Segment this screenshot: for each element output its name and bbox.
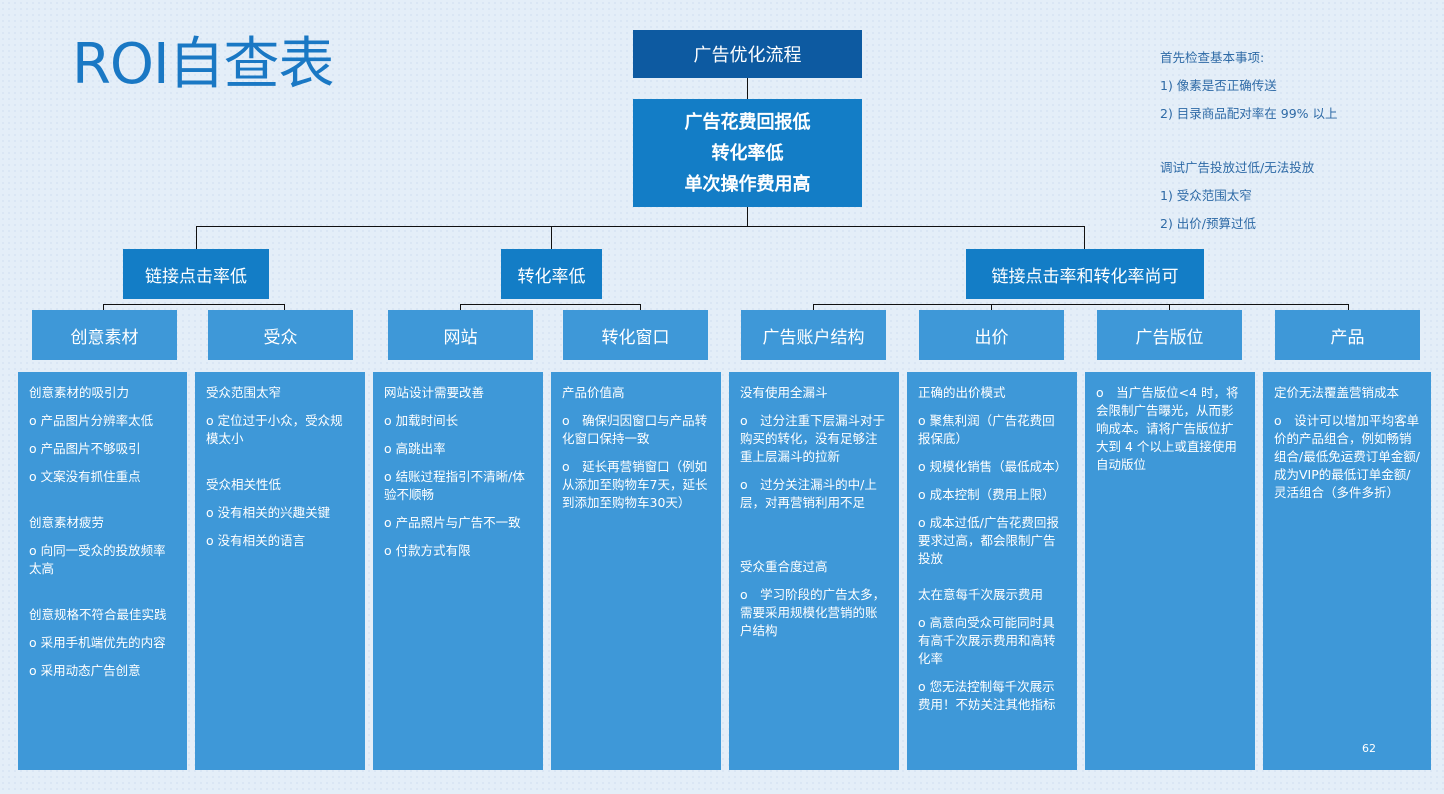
- connector-line: [284, 304, 285, 310]
- connector-line: [460, 304, 641, 305]
- panel-creative: 创意素材的吸引力 o 产品图片分辨率太低 o 产品图片不够吸引 o 文案没有抓住…: [18, 372, 187, 770]
- panel-item: o 成本过低/广告花费回报要求过高，都会限制广告投放: [918, 515, 1059, 566]
- process-box: 广告优化流程: [633, 30, 862, 78]
- panel-item: o 成本控制（费用上限）: [918, 487, 1055, 502]
- connector-line: [1169, 304, 1170, 310]
- note-line: 2) 目录商品配对率在 99% 以上: [1160, 106, 1338, 121]
- panel-item: o 您无法控制每千次展示费用！不妨关注其他指标: [918, 679, 1056, 712]
- problem-box: 广告花费回报低 转化率低 单次操作费用高: [633, 99, 862, 207]
- panel-item: o 没有相关的语言: [206, 533, 306, 548]
- panel-item: o 采用手机端优先的内容: [29, 635, 166, 650]
- sub-account-structure: 广告账户结构: [741, 310, 886, 360]
- panel-item: o 过分注重下层漏斗对于购买的转化，没有足够注重上层漏斗的拉新: [740, 413, 886, 464]
- category-ok: 链接点击率和转化率尚可: [966, 249, 1204, 299]
- category-low-conversion: 转化率低: [501, 249, 602, 299]
- connector-line: [813, 304, 814, 310]
- panel-bidding: 正确的出价模式 o 聚焦利润（广告花费回报保底） o 规模化销售（最低成本） o…: [907, 372, 1077, 770]
- problem-line: 广告花费回报低: [684, 111, 811, 133]
- connector-line: [1084, 226, 1085, 249]
- panel-item: o 确保归因窗口与产品转化窗口保持一致: [562, 413, 708, 446]
- panel-website: 网站设计需要改善 o 加载时间长 o 高跳出率 o 结账过程指引不清晰/体验不顺…: [373, 372, 543, 770]
- connector-line: [103, 304, 104, 310]
- note-line: 2) 出价/预算过低: [1160, 216, 1257, 231]
- panel-conversion-window: 产品价值高 o 确保归因窗口与产品转化窗口保持一致 o 延长再营销窗口（例如从添…: [551, 372, 721, 770]
- page-number: 62: [1362, 742, 1376, 755]
- sub-bidding: 出价: [919, 310, 1064, 360]
- panel-item: 没有使用全漏斗: [740, 385, 828, 400]
- panel-item: o 没有相关的兴趣关键: [206, 505, 331, 520]
- panel-item: 创意素材疲劳: [29, 515, 105, 530]
- note-line: 调试广告投放过低/无法投放: [1160, 160, 1315, 175]
- problem-line: 转化率低: [711, 142, 784, 164]
- connector-line: [103, 304, 285, 305]
- page-title: ROI自查表: [72, 32, 335, 97]
- sub-placement: 广告版位: [1097, 310, 1242, 360]
- panel-item: o 产品照片与广告不一致: [384, 515, 521, 530]
- panel-item: 产品价值高: [562, 385, 625, 400]
- panel-product: 定价无法覆盖营销成本 o 设计可以增加平均客单价的产品组合，例如畅销组合/最低免…: [1263, 372, 1431, 770]
- connector-line: [747, 207, 748, 227]
- panel-placement: o 当广告版位<4 时，将会限制广告曝光，从而影响成本。请将广告版位扩大到 4 …: [1085, 372, 1255, 770]
- note-line: 1) 受众范围太窄: [1160, 188, 1252, 203]
- panel-account-structure: 没有使用全漏斗 o 过分注重下层漏斗对于购买的转化，没有足够注重上层漏斗的拉新 …: [729, 372, 899, 770]
- note-line: 首先检查基本事项:: [1160, 50, 1265, 65]
- sub-conversion-window: 转化窗口: [563, 310, 708, 360]
- panel-item: 受众重合度过高: [740, 559, 828, 574]
- connector-line: [991, 304, 992, 310]
- panel-item: 创意规格不符合最佳实践: [29, 607, 167, 622]
- panel-item: o 产品图片不够吸引: [29, 441, 141, 456]
- panel-item: o 付款方式有限: [384, 543, 471, 558]
- connector-line: [813, 304, 1349, 305]
- panel-item: o 当广告版位<4 时，将会限制广告曝光，从而影响成本。请将广告版位扩大到 4 …: [1096, 385, 1239, 472]
- sub-audience: 受众: [208, 310, 353, 360]
- note-line: 1) 像素是否正确传送: [1160, 78, 1277, 93]
- sub-website: 网站: [388, 310, 533, 360]
- connector-line: [460, 304, 461, 310]
- panel-item: 太在意每千次展示费用: [918, 587, 1044, 602]
- panel-item: o 文案没有抓住重点: [29, 469, 141, 484]
- panel-item: 受众相关性低: [206, 477, 282, 492]
- panel-item: o 高意向受众可能同时具有高千次展示费用和高转化率: [918, 615, 1056, 666]
- category-low-ctr: 链接点击率低: [123, 249, 269, 299]
- sub-creative: 创意素材: [32, 310, 177, 360]
- panel-item: o 采用动态广告创意: [29, 663, 141, 678]
- panel-audience: 受众范围太窄 o 定位过于小众，受众规模太小 受众相关性低 o 没有相关的兴趣关…: [195, 372, 365, 770]
- panel-item: o 过分关注漏斗的中/上层，对再营销利用不足: [740, 477, 877, 510]
- panel-item: 定价无法覆盖营销成本: [1274, 385, 1400, 400]
- panel-item: 正确的出价模式: [918, 385, 1006, 400]
- problem-line: 单次操作费用高: [684, 173, 811, 195]
- connector-line: [640, 304, 641, 310]
- connector-line: [747, 78, 748, 99]
- connector-line: [551, 226, 552, 249]
- notes-block: 首先检查基本事项: 1) 像素是否正确传送 2) 目录商品配对率在 99% 以上…: [1160, 44, 1430, 238]
- panel-item: o 学习阶段的广告太多，需要采用规模化营销的账户结构: [740, 587, 886, 638]
- panel-item: o 向同一受众的投放频率太高: [29, 543, 166, 576]
- connector-line: [196, 226, 1085, 227]
- sub-product: 产品: [1275, 310, 1420, 360]
- panel-item: o 高跳出率: [384, 441, 446, 456]
- panel-item: o 结账过程指引不清晰/体验不顺畅: [384, 469, 525, 502]
- panel-item: o 加载时间长: [384, 413, 459, 428]
- panel-item: o 产品图片分辨率太低: [29, 413, 154, 428]
- panel-item: o 延长再营销窗口（例如从添加至购物车7天，延长到添加至购物车30天）: [562, 459, 708, 510]
- connector-line: [196, 226, 197, 249]
- panel-item: 受众范围太窄: [206, 385, 282, 400]
- panel-item: 网站设计需要改善: [384, 385, 485, 400]
- panel-item: o 设计可以增加平均客单价的产品组合，例如畅销组合/最低免运费订单金额/成为VI…: [1274, 413, 1420, 500]
- connector-line: [1348, 304, 1349, 310]
- panel-item: o 规模化销售（最低成本）: [918, 459, 1068, 474]
- panel-item: o 聚焦利润（广告花费回报保底）: [918, 413, 1055, 446]
- panel-item: 创意素材的吸引力: [29, 385, 130, 400]
- panel-item: o 定位过于小众，受众规模太小: [206, 413, 343, 446]
